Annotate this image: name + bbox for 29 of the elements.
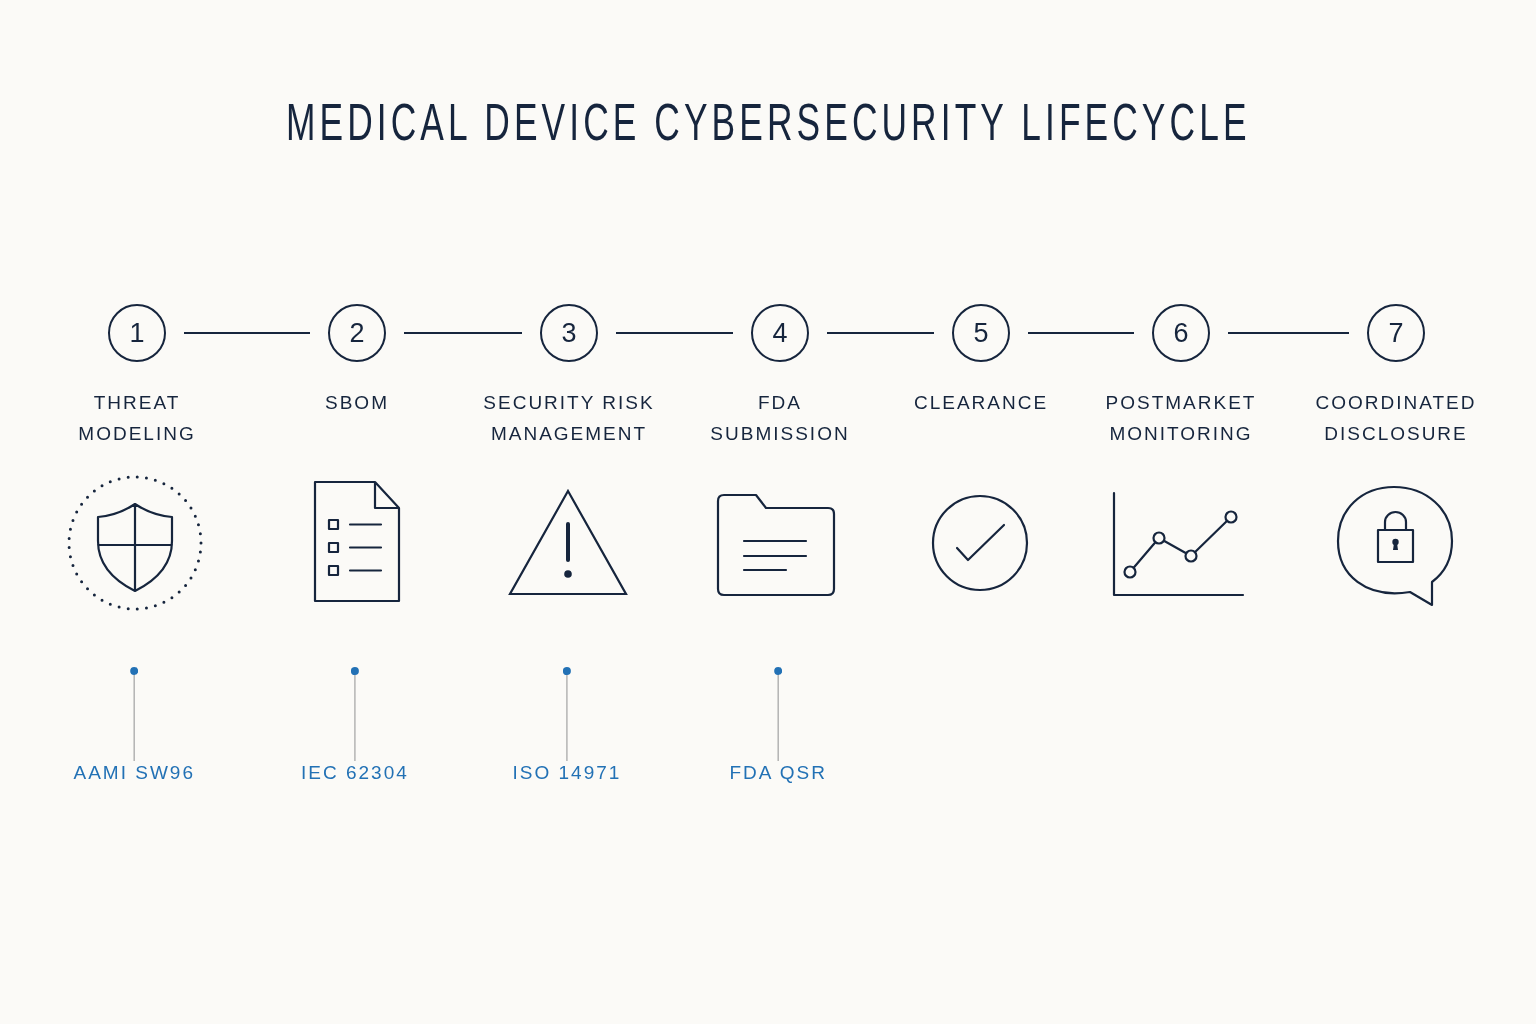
standard-label: FDA QSR — [729, 761, 827, 785]
connector-line — [183, 332, 311, 334]
step-label: COORDINATED DISCLOSURE — [1314, 391, 1478, 446]
numbered-circle: 1 — [108, 304, 166, 362]
step-label: SECURITY RISK MANAGEMENT — [482, 391, 656, 446]
step-label: FDA SUBMISSION — [709, 391, 851, 446]
step-label: CLEARANCE — [912, 391, 1050, 415]
leader-line — [562, 667, 571, 762]
connector-line — [1227, 332, 1350, 334]
leader-line — [130, 667, 139, 762]
connector-line — [1027, 332, 1135, 334]
numbered-circle: 3 — [540, 304, 598, 362]
standard-label: ISO 14971 — [512, 761, 622, 785]
diagram-title: MEDICAL DEVICE CYBERSECURITY LIFECYCLE — [285, 92, 1251, 152]
standard-label: IEC 62304 — [301, 761, 409, 785]
step-label: SBOM — [324, 391, 390, 415]
numbered-circle: 2 — [328, 304, 386, 362]
numbered-circle: 7 — [1367, 304, 1425, 362]
standard-label: AAMI SW96 — [73, 761, 195, 785]
numbered-circle: 5 — [952, 304, 1010, 362]
connector-line — [826, 332, 935, 334]
step-label: POSTMARKET MONITORING — [1104, 391, 1258, 446]
connector-line — [615, 332, 734, 334]
leader-line — [774, 667, 783, 762]
connector-line — [403, 332, 523, 334]
numbered-circle: 6 — [1152, 304, 1210, 362]
step-label: THREAT MODELING — [77, 391, 197, 446]
numbered-circle: 4 — [751, 304, 809, 362]
leader-line — [350, 667, 359, 762]
